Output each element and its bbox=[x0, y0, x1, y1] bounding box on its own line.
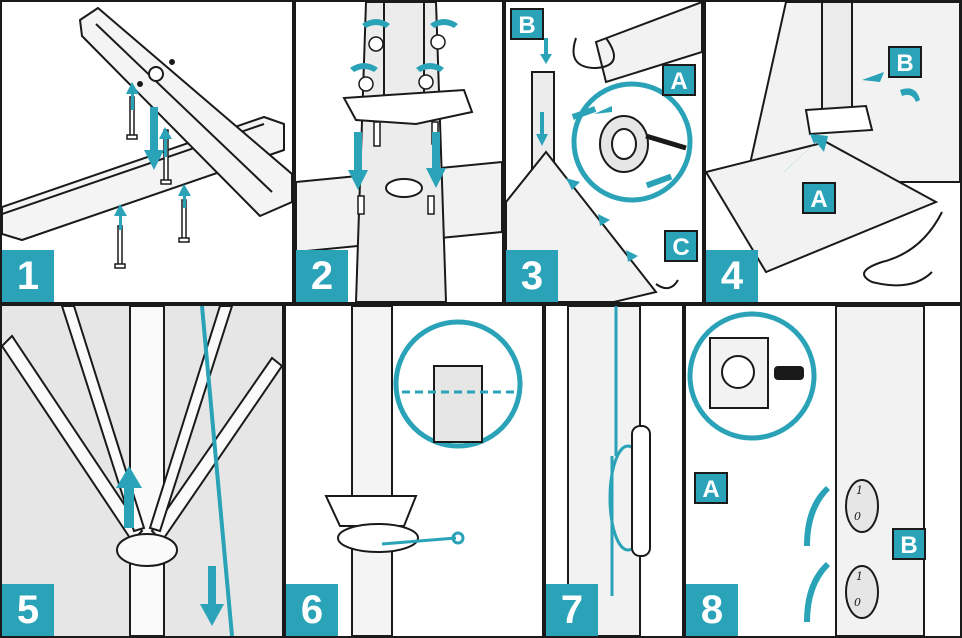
step-4-number: 4 bbox=[706, 250, 758, 302]
frame-col-3-top bbox=[702, 0, 706, 304]
switch-arrows bbox=[804, 486, 830, 622]
step-8-panel: 1 0 1 0 A B 8 bbox=[686, 306, 960, 636]
frame-col-1-bottom bbox=[282, 304, 286, 638]
step-2-panel: 2 bbox=[296, 2, 502, 302]
badge-b: B bbox=[892, 528, 926, 560]
frame-col-2-bottom bbox=[542, 304, 546, 638]
base-crossbar-bolts-illustration bbox=[2, 7, 292, 269]
tape-detail-magnifier bbox=[571, 81, 693, 203]
frame-middle-row bbox=[0, 302, 962, 306]
badge-b: B bbox=[888, 46, 922, 78]
switch-1-on-label: 1 bbox=[856, 484, 863, 497]
switch-1-off-label: 0 bbox=[854, 510, 861, 523]
hub-pin-insertion-illustration bbox=[324, 306, 523, 636]
step-5-panel: 5 bbox=[2, 306, 282, 636]
step-5-number: 5 bbox=[2, 584, 54, 636]
direction-arrows bbox=[114, 82, 191, 230]
frame-col-1-top bbox=[292, 0, 296, 304]
pull-direction-arrows bbox=[116, 466, 224, 626]
wall-socket-magnifier bbox=[687, 311, 817, 441]
step-2-number: 2 bbox=[296, 250, 348, 302]
frame-col-2-top bbox=[502, 0, 506, 304]
cable-hook bbox=[631, 425, 651, 557]
frame-right bbox=[960, 0, 962, 638]
badge-a: A bbox=[662, 64, 696, 96]
cable-routing-illustration bbox=[506, 2, 702, 302]
badge-a: A bbox=[694, 472, 728, 504]
canopy-ribs-pull-cord-illustration bbox=[2, 306, 282, 636]
badge-a: A bbox=[802, 182, 836, 214]
step-7-number: 7 bbox=[546, 584, 598, 636]
placement-arrows bbox=[782, 72, 920, 174]
step-3-panel: B A C 3 bbox=[506, 2, 702, 302]
step-4-panel: B A 4 bbox=[706, 2, 960, 302]
step-6-number: 6 bbox=[286, 584, 338, 636]
step-3-number: 3 bbox=[506, 250, 558, 302]
frame-top bbox=[0, 0, 962, 2]
step-8-number: 8 bbox=[686, 584, 738, 636]
locking-pin[interactable] bbox=[381, 536, 457, 546]
mast-base-plate-illustration bbox=[296, 2, 502, 302]
cable-hook-winding-illustration bbox=[567, 306, 651, 636]
switch-on-off[interactable] bbox=[845, 479, 879, 619]
pin-detail-magnifier bbox=[393, 319, 523, 449]
step-1-number: 1 bbox=[2, 250, 54, 302]
badge-b: B bbox=[510, 8, 544, 40]
step-7-panel: 7 bbox=[546, 306, 682, 636]
plug-and-switch-illustration bbox=[687, 306, 925, 636]
frame-bottom bbox=[0, 636, 962, 638]
supply-cable bbox=[863, 211, 943, 287]
badge-c: C bbox=[664, 230, 698, 262]
switch-2-off-label: 0 bbox=[854, 596, 861, 609]
step-1-panel: 1 bbox=[2, 2, 292, 302]
pull-cord[interactable] bbox=[200, 306, 234, 636]
frame-col-3-bottom bbox=[682, 304, 686, 638]
switch-2-on-label: 1 bbox=[856, 570, 863, 583]
routing-arrows bbox=[536, 38, 638, 262]
rotation-arrows bbox=[348, 19, 458, 190]
step-6-panel: 6 bbox=[286, 306, 542, 636]
frame-left bbox=[0, 0, 2, 638]
power-cable bbox=[572, 37, 679, 290]
